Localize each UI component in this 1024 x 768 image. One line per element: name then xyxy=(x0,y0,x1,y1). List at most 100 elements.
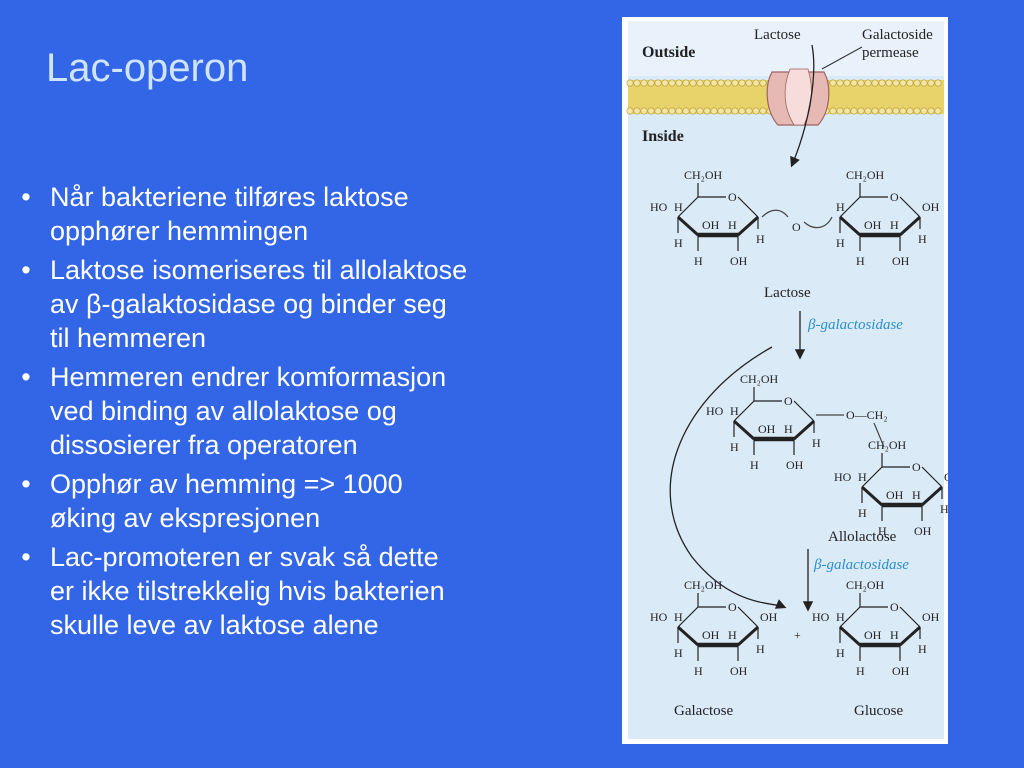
lipid-head xyxy=(668,107,676,115)
plus-sign: + xyxy=(794,628,801,642)
atom-label: H xyxy=(674,200,683,214)
lipid-head xyxy=(850,107,858,115)
atom-label: OH xyxy=(760,610,778,624)
lipid-head xyxy=(920,107,928,115)
atom-label: HO xyxy=(834,470,852,484)
atom-label: OH xyxy=(914,524,932,538)
lipid-head xyxy=(913,107,921,115)
atom-label: CH₂OH xyxy=(684,578,723,592)
atom-label: H xyxy=(730,440,739,454)
lipid-head xyxy=(689,79,697,87)
lipid-head xyxy=(745,107,753,115)
atom-label: H xyxy=(890,218,899,232)
bullet-dot: • xyxy=(21,469,31,499)
lipid-head xyxy=(829,107,837,115)
atom-label: O xyxy=(890,600,899,614)
lipid-head xyxy=(675,79,683,87)
lipid-head xyxy=(717,107,725,115)
enzyme-label-2: β-galactosidase xyxy=(813,557,909,573)
lipid-head xyxy=(752,79,760,87)
lipid-head xyxy=(661,79,669,87)
lipid-head xyxy=(836,79,844,87)
atom-label: OH xyxy=(892,664,910,678)
atom-label: H xyxy=(694,664,703,678)
slide-title: Lac-operon xyxy=(46,46,249,90)
atom-label: H xyxy=(918,642,927,656)
atom-label: H xyxy=(856,254,865,268)
atom-label: O xyxy=(890,190,899,204)
lipid-head xyxy=(857,107,865,115)
lipid-head xyxy=(745,79,753,87)
lipid-head xyxy=(836,107,844,115)
lipid-head xyxy=(633,107,641,115)
lipid-head xyxy=(920,79,928,87)
atom-label: H xyxy=(940,502,948,516)
bullet-list: • Når bakteriene tilføres laktose opphør… xyxy=(16,180,596,647)
lipid-head xyxy=(710,79,718,87)
lipid-head xyxy=(878,79,886,87)
bullet-line: er ikke tilstrekkelig hvis bakterien xyxy=(50,576,445,606)
bullet-item: • Opphør av hemming => 1000 øking av eks… xyxy=(16,467,596,535)
bullet-line: Laktose isomeriseres til allolaktose xyxy=(50,255,468,285)
atom-label: OH xyxy=(864,628,882,642)
atom-label: H xyxy=(812,436,821,450)
bullet-item: • Laktose isomeriseres til allolaktose a… xyxy=(16,253,596,355)
bullet-line: øking av ekspresjonen xyxy=(50,503,321,533)
lipid-head xyxy=(934,79,942,87)
atom-label: H xyxy=(728,628,737,642)
atom-label: OH xyxy=(922,610,940,624)
lipid-head xyxy=(843,107,851,115)
atom-label: OH xyxy=(702,218,720,232)
bullet-dot: • xyxy=(21,362,31,392)
bullet-line: Når bakteriene tilføres laktose xyxy=(50,182,409,212)
lipid-head xyxy=(710,107,718,115)
bullet-line: til hemmeren xyxy=(50,323,207,353)
bullet-line: Lac-promoteren er svak så dette xyxy=(50,542,439,572)
outside-label: Outside xyxy=(642,44,695,61)
atom-label: CH₂OH xyxy=(868,438,907,452)
lipid-head xyxy=(864,107,872,115)
atom-label: H xyxy=(856,664,865,678)
lipid-head xyxy=(892,79,900,87)
lipid-head xyxy=(843,79,851,87)
lipid-head xyxy=(633,79,641,87)
lipid-head xyxy=(647,79,655,87)
permease-pointer xyxy=(821,46,863,70)
lipid-head xyxy=(913,79,921,87)
lipid-head xyxy=(934,107,942,115)
lipid-head xyxy=(689,107,697,115)
lipid-head xyxy=(738,107,746,115)
atom-label: H xyxy=(836,610,845,624)
lipid-head xyxy=(927,107,935,115)
bullet-line: av β-galaktosidase og binder seg xyxy=(50,289,447,319)
bullet-item: • Lac-promoteren er svak så dette er ikk… xyxy=(16,540,596,642)
atom-label: H xyxy=(756,642,765,656)
atom-label: H xyxy=(912,488,921,502)
outside-region xyxy=(628,21,944,76)
lipid-head xyxy=(864,79,872,87)
atom-label: H xyxy=(836,200,845,214)
lipid-head xyxy=(675,107,683,115)
figure-canvas: Outside Inside Lactose Galactoside perme… xyxy=(626,21,948,739)
lipid-head xyxy=(647,107,655,115)
lipid-head xyxy=(857,79,865,87)
atom-label: O xyxy=(792,220,801,234)
atom-label: H xyxy=(750,458,759,472)
bullet-dot: • xyxy=(21,542,31,572)
lipid-head xyxy=(906,79,914,87)
lipid-head xyxy=(752,107,760,115)
atom-label: HO xyxy=(650,610,668,624)
atom-label: H xyxy=(858,506,867,520)
atom-label: H xyxy=(836,236,845,250)
atom-label: OH xyxy=(944,470,948,484)
bullet-item: • Når bakteriene tilføres laktose opphør… xyxy=(16,180,596,248)
lipid-head xyxy=(878,107,886,115)
atom-label: H xyxy=(858,470,867,484)
atom-label: HO xyxy=(812,610,830,624)
lactose-label: Lactose xyxy=(764,285,811,301)
lactose-import-arrow xyxy=(790,44,815,168)
lactose-metabolism-figure: Outside Inside Lactose Galactoside perme… xyxy=(622,17,948,744)
